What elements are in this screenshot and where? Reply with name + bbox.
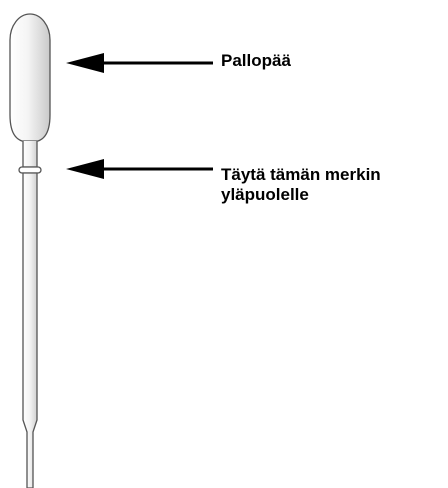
bulb-label: Pallopää — [221, 51, 291, 71]
fill-line-label: Täytä tämän merkin yläpuolelle — [221, 165, 381, 205]
pipette-neck — [23, 141, 37, 167]
bulb-arrow-head — [66, 53, 104, 73]
fill-line-ring — [19, 167, 41, 173]
fill-line-label-line-1: Täytä tämän merkin — [221, 165, 381, 185]
fill-line-label-line-2: yläpuolelle — [221, 185, 381, 205]
pipette-stem — [23, 173, 37, 488]
pipette-bulb — [10, 14, 50, 141]
fill-arrow-head — [66, 159, 104, 179]
